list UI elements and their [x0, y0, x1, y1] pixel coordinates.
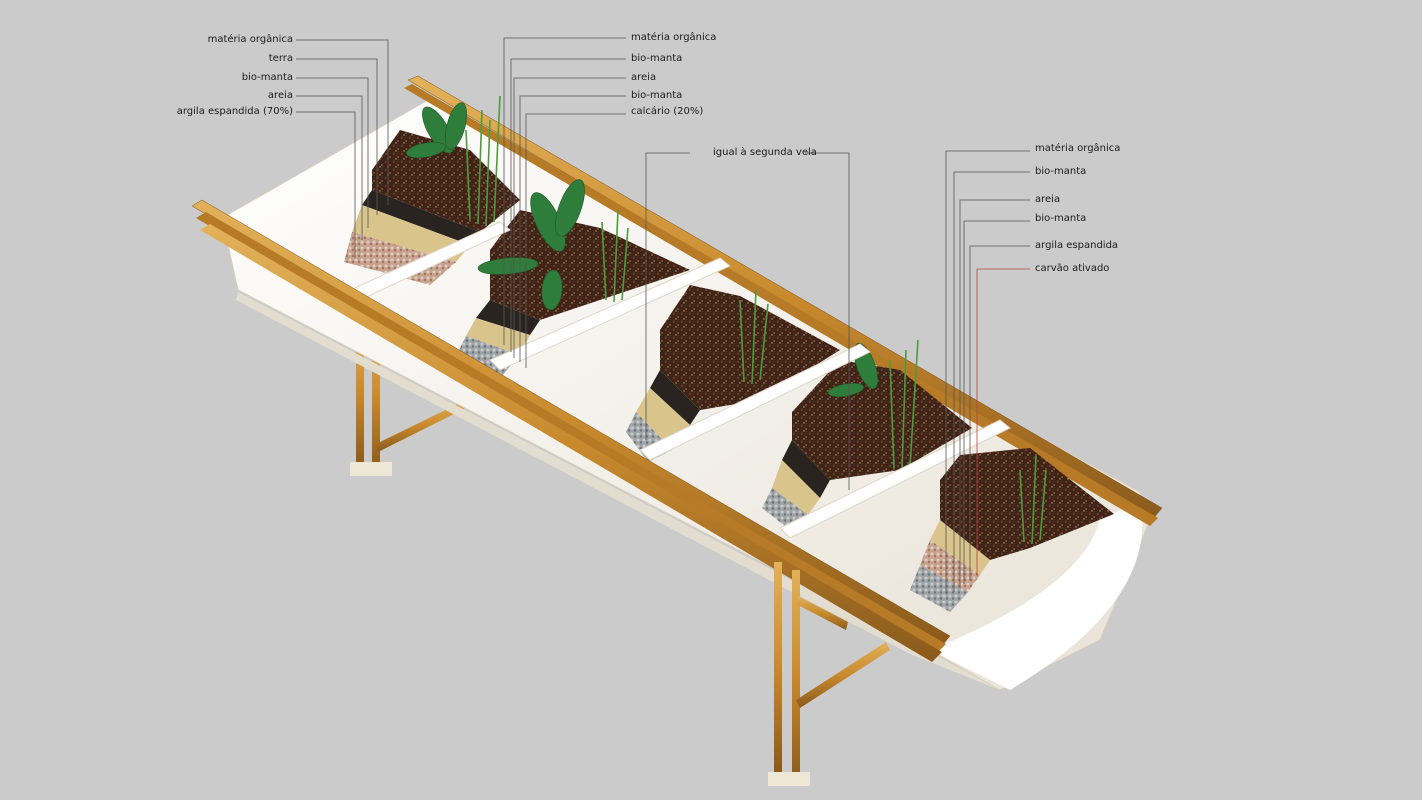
label-right-materia-organica: matéria orgânica — [1035, 143, 1121, 154]
label-middle-igual-segunda-vela: igual à segunda vela — [713, 147, 817, 158]
label-left-terra: terra — [268, 53, 293, 64]
label-second-calcario: calcário (20%) — [631, 106, 704, 117]
label-left-bio-manta: bio-manta — [241, 72, 293, 83]
label-right-argila-espandida: argila espandida — [1035, 240, 1119, 251]
cell-dividers — [349, 221, 1011, 539]
label-second-bio-manta-2: bio-manta — [631, 90, 683, 101]
leader-line-carvao — [976, 268, 1030, 576]
label-left-argila-espandida: argila espandida (70%) — [176, 106, 293, 117]
label-left-areia: areia — [267, 90, 293, 101]
label-left-materia-organica: matéria orgânica — [207, 34, 293, 45]
label-right-areia: areia — [1035, 194, 1061, 205]
leader-lines — [296, 37, 1030, 594]
label-right-bio-manta: bio-manta — [1035, 166, 1087, 177]
plants — [405, 95, 1047, 545]
label-second-materia-organica: matéria orgânica — [631, 32, 717, 43]
label-right-bio-manta-2: bio-manta — [1035, 213, 1087, 224]
label-second-areia: areia — [631, 72, 657, 83]
label-second-bio-manta: bio-manta — [631, 53, 683, 64]
bamboo-legs-front — [768, 562, 890, 786]
label-right-carvao-ativado: carvão ativado — [1035, 263, 1110, 274]
bamboo-rail-front — [191, 199, 951, 662]
